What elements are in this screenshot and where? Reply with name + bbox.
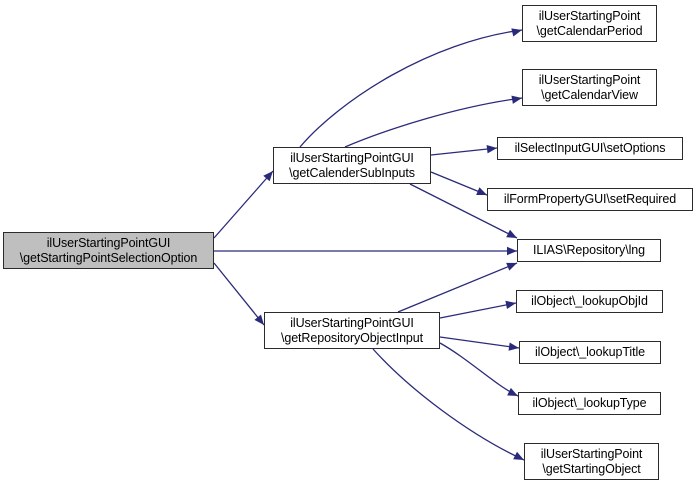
graph-node-label-line: ilObject\_lookupType <box>532 396 647 410</box>
call-edge-repository_object_input-to-lookup_title <box>439 336 520 349</box>
call-edge-calender_sub_inputs-to-set_required <box>430 171 488 196</box>
graph-node-label-line: ilUserStartingPoint <box>538 72 641 87</box>
call-edge-repository_object_input-to-repository_lng <box>397 262 518 313</box>
graph-node-calendar_period[interactable]: ilUserStartingPoint\getCalendarPeriod <box>522 5 657 42</box>
graph-node-label-line: ilUserStartingPointGUI <box>46 235 171 250</box>
call-edge-root-to-calender_sub_inputs <box>213 170 274 239</box>
graph-node-label-line: ilUserStartingPointGUI <box>290 150 414 165</box>
graph-node-label-line: \getStartingObject <box>542 461 641 476</box>
graph-node-label-line: \getCalendarPeriod <box>536 23 643 38</box>
graph-node-label-line: \getRepositoryObjectInput <box>280 330 424 345</box>
call-edge-arrowhead <box>507 246 517 256</box>
graph-node-starting_object[interactable]: ilUserStartingPoint\getStartingObject <box>524 443 659 480</box>
call-edge-repository_object_input-to-lookup_type <box>439 342 519 397</box>
call-edge-repository_object_input-to-starting_object <box>372 348 525 461</box>
graph-node-calendar_view[interactable]: ilUserStartingPoint\getCalendarView <box>522 69 657 106</box>
graph-node-label-line: ILIAS\Repository\lng <box>533 243 645 257</box>
graph-node-calender_sub_inputs[interactable]: ilUserStartingPointGUI\getCalenderSubInp… <box>273 147 431 184</box>
graph-node-set_options[interactable]: ilSelectInputGUI\setOptions <box>497 137 683 160</box>
graph-node-label-line: \getStartingPointSelectionOption <box>19 250 198 265</box>
graph-node-repository_object_input[interactable]: ilUserStartingPointGUI\getRepositoryObje… <box>264 312 440 349</box>
call-edge-repository_object_input-to-lookup_obj_id <box>439 302 517 319</box>
call-edge-root-to-repository_object_input <box>213 262 265 326</box>
graph-node-lookup_type[interactable]: ilObject\_lookupType <box>518 392 661 415</box>
graph-node-label-line: ilUserStartingPoint <box>540 446 643 461</box>
call-edge-calender_sub_inputs-to-calendar_period <box>299 29 523 148</box>
graph-node-label-line: \getCalenderSubInputs <box>289 165 415 180</box>
graph-node-label-line: \getCalendarView <box>541 87 638 102</box>
graph-node-lookup_obj_id[interactable]: ilObject\_lookupObjId <box>516 290 663 313</box>
graph-node-label-line: ilFormPropertyGUI\setRequired <box>503 192 677 206</box>
graph-node-label-line: ilUserStartingPoint <box>538 8 641 23</box>
call-edge-arrowhead <box>486 145 497 154</box>
call-edge-arrowhead <box>508 342 519 351</box>
graph-node-lookup_title[interactable]: ilObject\_lookupTitle <box>519 341 661 364</box>
graph-node-set_required[interactable]: ilFormPropertyGUI\setRequired <box>487 188 693 211</box>
call-edge-calender_sub_inputs-to-set_options <box>430 147 498 156</box>
graph-node-label-line: ilObject\_lookupTitle <box>535 345 645 359</box>
graph-node-label-line: ilSelectInputGUI\setOptions <box>514 141 666 155</box>
graph-node-root[interactable]: ilUserStartingPointGUI\getStartingPointS… <box>3 232 214 269</box>
call-edge-calender_sub_inputs-to-calendar_view <box>344 97 523 148</box>
graph-node-label-line: ilObject\_lookupObjId <box>531 294 648 308</box>
graph-node-label-line: ilUserStartingPointGUI <box>290 315 414 330</box>
graph-node-repository_lng[interactable]: ILIAS\Repository\lng <box>517 239 661 262</box>
